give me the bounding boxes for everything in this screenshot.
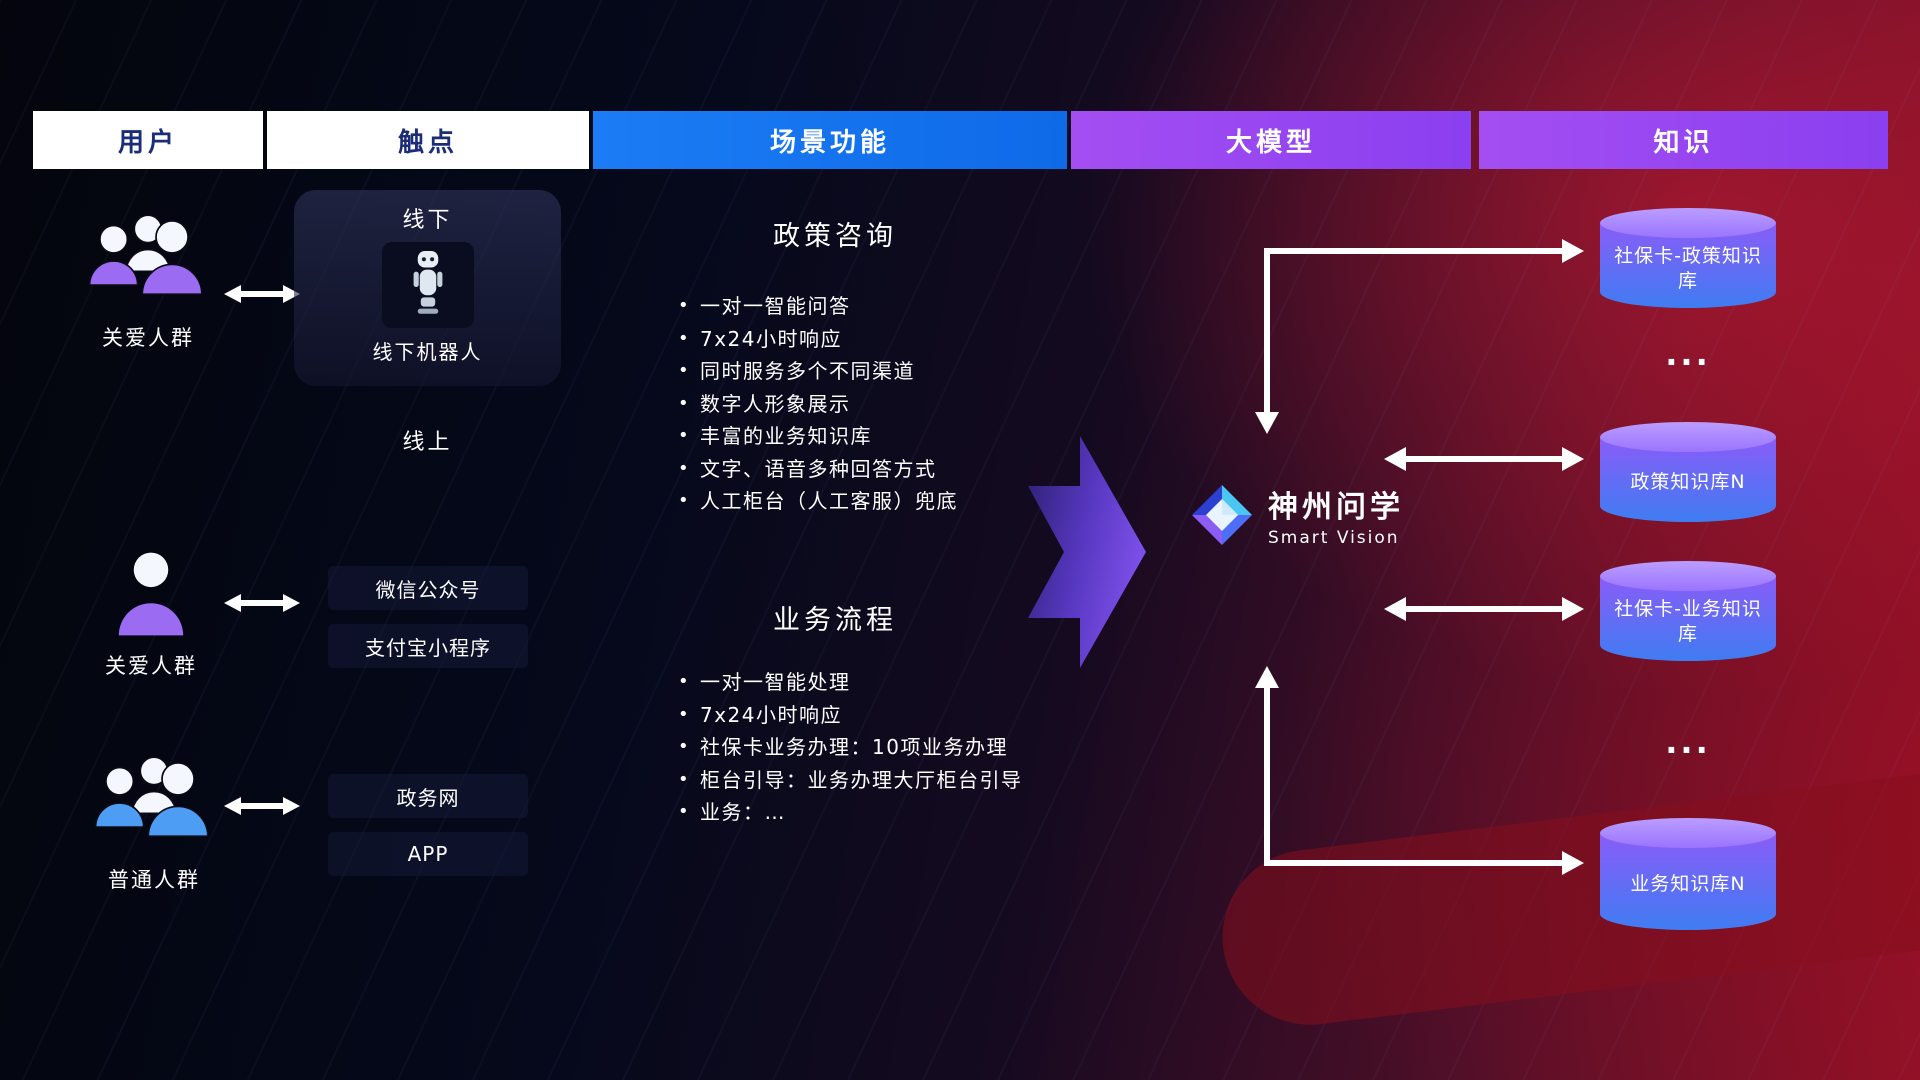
background-red-swoosh bbox=[1212, 756, 1920, 1035]
knowledge-ellipsis-2: ... bbox=[1665, 723, 1711, 761]
scene-policy-item: 人工柜台（人工客服）兜底 bbox=[676, 485, 958, 518]
header-knowledge: 知识 bbox=[1479, 111, 1888, 169]
touchpoint-offline-card: 线下 线下机器人 bbox=[294, 190, 561, 386]
brand-subtitle: Smart Vision bbox=[1268, 528, 1400, 548]
connector-bottom-elbow bbox=[1255, 666, 1584, 875]
people-group-purple-icon bbox=[88, 214, 203, 296]
touchpoint-online-title: 线上 bbox=[402, 430, 453, 455]
cylinder-top bbox=[1600, 818, 1776, 848]
connector-top-elbow bbox=[1255, 239, 1584, 434]
scene-business-title: 业务流程 bbox=[773, 605, 897, 636]
arrow-users-touchpoints-2 bbox=[224, 590, 300, 620]
header-users: 用户 bbox=[33, 111, 263, 169]
scene-policy-title: 政策咨询 bbox=[773, 221, 897, 252]
header-scenes: 场景功能 bbox=[593, 111, 1067, 169]
arrow-users-touchpoints-1 bbox=[224, 281, 300, 311]
connector-double-arrow-policy-n bbox=[1384, 447, 1584, 471]
people-group-blue-icon bbox=[94, 756, 209, 838]
user-group-care-label: 关爱人群 bbox=[102, 326, 194, 350]
knowledge-ellipsis-1: ... bbox=[1665, 335, 1711, 373]
brand-name: 神州问学 bbox=[1268, 490, 1404, 525]
brand-logo: 神州问学 Smart Vision bbox=[1190, 482, 1404, 548]
scene-business-item: 柜台引导：业务办理大厅柜台引导 bbox=[676, 764, 1023, 797]
scene-policy-item: 丰富的业务知识库 bbox=[676, 420, 958, 453]
user-group-general-label: 普通人群 bbox=[108, 868, 200, 892]
knowledge-db-sscard-business: 社保卡-业务知识库 bbox=[1600, 561, 1776, 661]
header-model: 大模型 bbox=[1071, 111, 1471, 169]
header-touchpoints: 触点 bbox=[267, 111, 589, 169]
scene-policy-item: 一对一智能问答 bbox=[676, 290, 958, 323]
knowledge-db-business-n-label: 业务知识库N bbox=[1600, 833, 1776, 930]
cylinder-top bbox=[1600, 422, 1776, 452]
robot-panel bbox=[381, 242, 474, 328]
user-single-care: 关爱人群 bbox=[96, 548, 206, 680]
knowledge-db-sscard-policy: 社保卡-政策知识库 bbox=[1600, 208, 1776, 308]
flow-arrow-to-model bbox=[1028, 428, 1146, 680]
channel-app: APP bbox=[328, 832, 528, 876]
brand-text: 神州问学 Smart Vision bbox=[1268, 482, 1404, 548]
cylinder-top bbox=[1600, 561, 1776, 591]
arrow-users-touchpoints-3 bbox=[224, 793, 300, 823]
scene-business-item: 社保卡业务办理：10项业务办理 bbox=[676, 731, 1023, 764]
cylinder-top bbox=[1600, 208, 1776, 238]
user-single-care-label: 关爱人群 bbox=[105, 654, 197, 678]
knowledge-db-business-n: 业务知识库N bbox=[1600, 818, 1776, 930]
scene-business-item: 业务：… bbox=[676, 796, 1023, 829]
scene-business-item: 7x24小时响应 bbox=[676, 699, 1023, 732]
brand-diamond-icon bbox=[1192, 485, 1252, 545]
channel-alipay: 支付宝小程序 bbox=[328, 624, 528, 668]
channel-gov-web: 政务网 bbox=[328, 774, 528, 818]
user-group-care: 关爱人群 bbox=[82, 210, 214, 352]
touchpoint-offline-title: 线下 bbox=[402, 208, 453, 233]
scene-policy-item: 同时服务多个不同渠道 bbox=[676, 355, 958, 388]
user-group-general: 普通人群 bbox=[88, 752, 220, 894]
scene-business-list: 一对一智能处理 7x24小时响应 社保卡业务办理：10项业务办理 柜台引导：业务… bbox=[676, 666, 1023, 829]
scene-policy-item: 7x24小时响应 bbox=[676, 323, 958, 356]
connector-double-arrow-business-sscard bbox=[1384, 597, 1584, 621]
person-purple-icon bbox=[118, 552, 184, 636]
robot-icon bbox=[413, 251, 442, 314]
scene-policy-item: 文字、语音多种回答方式 bbox=[676, 453, 958, 486]
channel-wechat: 微信公众号 bbox=[328, 566, 528, 610]
touchpoint-offline-robot-label: 线下机器人 bbox=[372, 340, 483, 364]
knowledge-db-policy-n: 政策知识库N bbox=[1600, 422, 1776, 522]
scene-policy-item: 数字人形象展示 bbox=[676, 388, 958, 421]
scene-business-item: 一对一智能处理 bbox=[676, 666, 1023, 699]
scene-policy-list: 一对一智能问答 7x24小时响应 同时服务多个不同渠道 数字人形象展示 丰富的业… bbox=[676, 290, 958, 518]
